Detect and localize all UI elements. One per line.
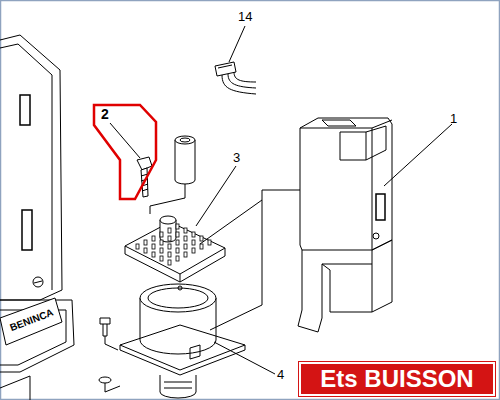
terminal-block — [125, 166, 300, 282]
highlight-outline-path — [94, 105, 156, 199]
callout-number: 4 — [277, 368, 284, 382]
brand-text: Ets BUISSON — [320, 365, 473, 393]
motor — [120, 200, 275, 398]
callout-number: 14 — [238, 10, 252, 24]
callout-number: 1 — [450, 112, 457, 126]
screw — [110, 123, 152, 197]
brand-banner: Ets BUISSON — [299, 362, 495, 396]
callout-number: 2 — [101, 106, 157, 122]
callout-frame: 2 — [93, 103, 157, 200]
callout-number: 3 — [233, 151, 240, 165]
fixing-screws — [99, 318, 120, 392]
left-housing — [0, 35, 74, 400]
cover-housing — [298, 118, 452, 332]
connector-plug — [215, 26, 256, 94]
